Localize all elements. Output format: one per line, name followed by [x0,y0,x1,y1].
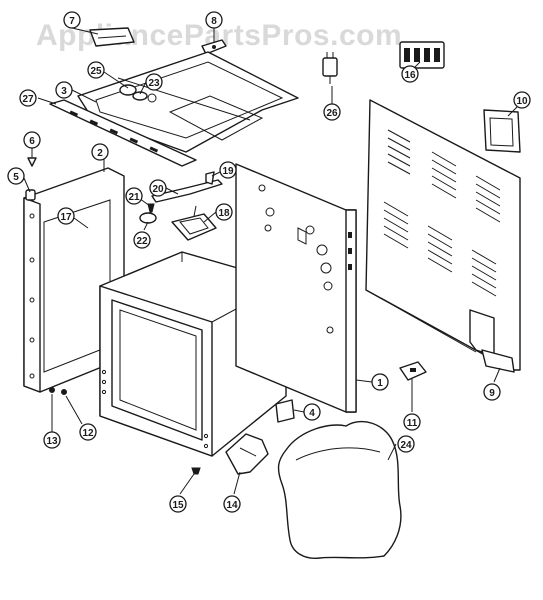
svg-text:24: 24 [400,440,412,451]
callout-10[interactable]: 10 [513,91,531,109]
part-16-terminal-block[interactable] [399,41,445,69]
svg-text:27: 27 [22,94,34,105]
part-26-plug[interactable] [322,52,338,84]
louver-group-2 [431,151,457,199]
callout-25[interactable]: 25 [87,61,105,79]
svg-text:4: 4 [309,408,315,419]
part-14-hinge[interactable] [225,433,269,475]
part-18-burner-bracket[interactable] [171,205,217,241]
part-8-clip[interactable] [201,39,227,55]
callout-15[interactable]: 15 [169,495,187,513]
callout-1[interactable]: 1 [371,373,389,391]
callout-18[interactable]: 18 [215,203,233,221]
part-27-front-strip[interactable] [49,99,197,167]
part-22-cap[interactable] [139,212,157,224]
svg-text:19: 19 [222,166,234,177]
svg-text:13: 13 [46,436,58,447]
callout-8[interactable]: 8 [205,11,223,29]
callout-23[interactable]: 23 [145,73,163,91]
part-20-bracket-arm[interactable] [151,179,223,203]
rear-back-panel[interactable] [365,99,521,371]
callout-3[interactable]: 3 [55,81,73,99]
svg-text:10: 10 [516,96,528,107]
louver-group-3 [475,175,501,223]
part-12-screw[interactable] [61,389,67,395]
part-24-insulation-blanket[interactable] [277,421,402,559]
svg-text:1: 1 [377,378,383,389]
part-10-bracket[interactable] [483,109,521,153]
callout-7[interactable]: 7 [63,11,81,29]
callout-24[interactable]: 24 [397,435,415,453]
part-15-screw[interactable] [191,467,201,475]
callout-26[interactable]: 26 [323,103,341,121]
callout-2[interactable]: 2 [91,143,109,161]
part-5-clip[interactable] [25,189,36,201]
svg-text:3: 3 [61,86,67,97]
leader-lines [23,27,521,495]
callout-14[interactable]: 14 [223,495,241,513]
svg-text:12: 12 [82,428,94,439]
svg-text:21: 21 [128,192,140,203]
svg-text:14: 14 [226,500,238,511]
callout-4[interactable]: 4 [303,403,321,421]
svg-text:18: 18 [218,208,230,219]
louver-group-1 [387,129,411,175]
part-6-screw[interactable] [27,157,37,167]
part-11-bracket[interactable] [399,361,427,381]
svg-text:15: 15 [172,500,184,511]
svg-text:23: 23 [148,78,160,89]
svg-text:11: 11 [407,418,418,429]
callout-20[interactable]: 20 [149,179,167,197]
callout-13[interactable]: 13 [43,431,61,449]
part-1-right-side-panel[interactable] [235,163,357,413]
callout-9[interactable]: 9 [483,383,501,401]
callout-12[interactable]: 12 [79,423,97,441]
louver-group-5 [427,225,453,273]
louver-group-4 [383,201,409,249]
part-4-hinge-receiver[interactable] [275,399,295,423]
svg-text:20: 20 [152,184,164,195]
svg-text:7: 7 [69,16,75,27]
svg-text:22: 22 [136,236,148,247]
svg-text:8: 8 [211,16,217,27]
louver-group-6 [471,249,497,297]
part-2-left-side-panel[interactable] [23,167,125,393]
callout-5[interactable]: 5 [7,167,25,185]
svg-text:9: 9 [489,388,495,399]
svg-text:17: 17 [60,212,72,223]
callout-21[interactable]: 21 [125,187,143,205]
part-9-leg-bracket[interactable] [481,349,515,373]
svg-text:26: 26 [326,108,338,119]
svg-text:25: 25 [90,66,102,77]
callout-6[interactable]: 6 [23,131,41,149]
top-support-panel[interactable] [77,51,299,153]
callout-22[interactable]: 22 [133,231,151,249]
svg-text:16: 16 [404,70,416,81]
callout-11[interactable]: 11 [403,413,421,431]
part-19-screw[interactable] [205,171,215,185]
part-13-screw[interactable] [49,387,55,393]
svg-text:2: 2 [97,148,103,159]
callout-17[interactable]: 17 [57,207,75,225]
callout-27[interactable]: 27 [19,89,37,107]
callout-19[interactable]: 19 [219,161,237,179]
svg-text:6: 6 [29,136,35,147]
callout-16[interactable]: 16 [401,65,419,83]
svg-text:5: 5 [13,172,19,183]
part-7-bracket[interactable] [89,27,135,47]
